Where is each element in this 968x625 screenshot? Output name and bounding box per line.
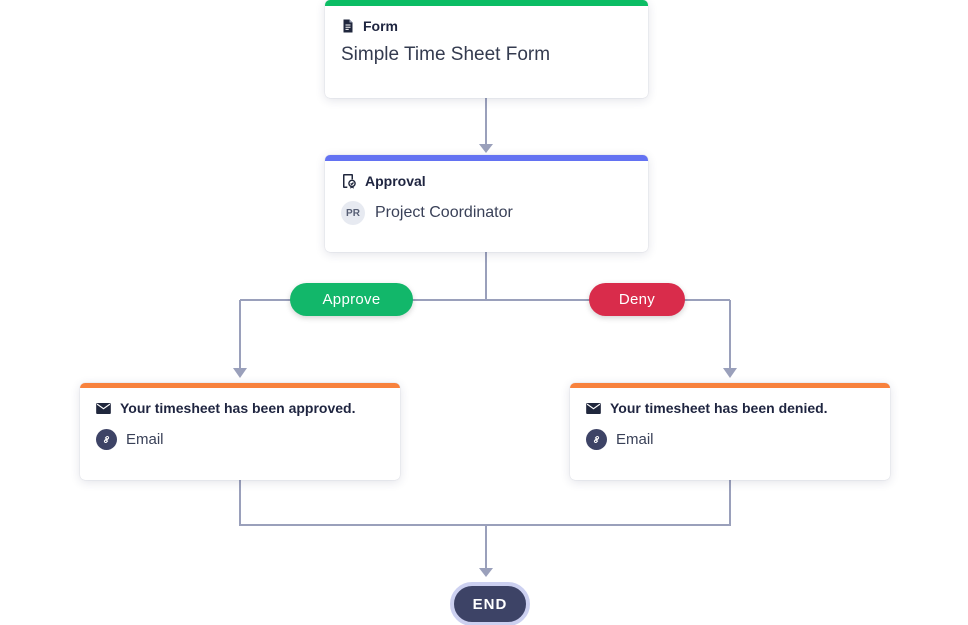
email-approved-accent-bar [80, 383, 400, 388]
end-node[interactable]: END [450, 582, 530, 625]
form-accent-bar [325, 0, 648, 6]
form-document-icon [341, 19, 355, 33]
form-title: Simple Time Sheet Form [341, 44, 551, 65]
end-label: END [472, 595, 508, 613]
form-type-label: Form [363, 18, 398, 34]
approval-accent-bar [325, 155, 648, 161]
form-node-card[interactable]: Form Simple Time Sheet Form [325, 0, 648, 98]
envelope-icon [96, 402, 111, 414]
assignee-name: Project Coordinator [375, 204, 513, 221]
deny-branch-pill[interactable]: Deny [589, 283, 685, 316]
envelope-icon [586, 402, 601, 414]
approval-stamp-icon [341, 173, 357, 189]
assignee-avatar: PR [341, 201, 365, 225]
email-denied-subject: Your timesheet has been denied. [610, 400, 828, 416]
arrowhead-icon [479, 144, 493, 153]
email-denied-accent-bar [570, 383, 890, 388]
arrowhead-icon [479, 568, 493, 577]
arrowhead-icon [233, 368, 247, 378]
link-icon [586, 429, 607, 450]
email-approved-channel: Email [126, 431, 164, 448]
approval-node-card[interactable]: Approval PR Project Coordinator [325, 155, 648, 252]
email-approved-subject: Your timesheet has been approved. [120, 400, 356, 416]
deny-branch-label: Deny [618, 291, 656, 308]
approve-branch-label: Approve [322, 291, 381, 308]
email-denied-channel: Email [616, 431, 654, 448]
arrowhead-icon [723, 368, 737, 378]
approval-type-label: Approval [365, 173, 426, 189]
email-approved-node-card[interactable]: Your timesheet has been approved. Email [80, 383, 400, 480]
connector-merge-bar [239, 480, 731, 526]
email-denied-node-card[interactable]: Your timesheet has been denied. Email [570, 383, 890, 480]
approve-branch-pill[interactable]: Approve [290, 283, 413, 316]
link-icon [96, 429, 117, 450]
